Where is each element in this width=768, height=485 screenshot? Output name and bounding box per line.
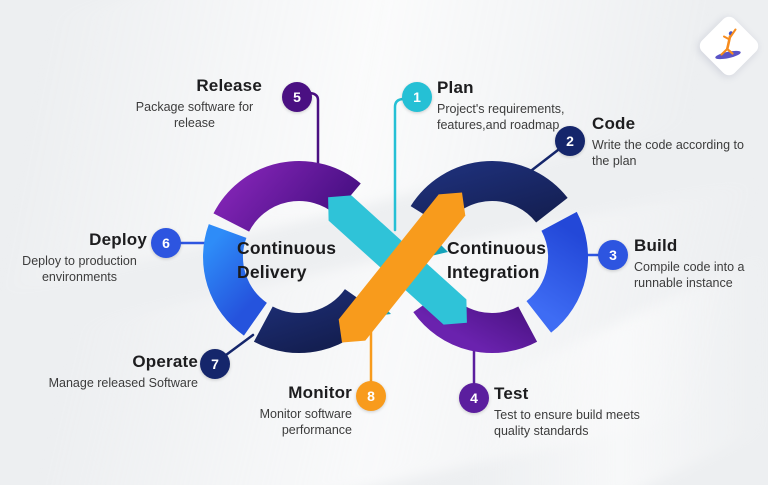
stage-build: Build Compile code into a runnable insta… <box>634 236 764 291</box>
stage-desc: Monitor software performance <box>259 407 352 437</box>
label-line: Integration <box>447 262 540 282</box>
stage-test: Test Test to ensure build meets quality … <box>494 384 684 439</box>
stage-title: Release <box>196 76 262 95</box>
badge-7: 7 <box>200 349 230 379</box>
stage-release: Release Package software for release <box>127 76 262 131</box>
label-line: Continuous <box>447 238 547 258</box>
orange-cross-band <box>338 192 466 343</box>
arc-build <box>525 211 588 333</box>
stage-desc: Package software for release <box>135 100 254 130</box>
connector-plan <box>393 97 406 232</box>
logo-figure-icon <box>715 28 741 60</box>
badge-8: 8 <box>356 381 386 411</box>
stage-monitor: Monitor Monitor software performance <box>237 383 352 438</box>
stage-title: Monitor <box>288 383 352 402</box>
stage-title: Build <box>634 236 678 255</box>
continuous-integration-label: Continuous Integration <box>447 236 546 284</box>
label-line: Delivery <box>237 262 307 282</box>
stage-title: Test <box>494 384 529 403</box>
stage-operate: Operate Manage released Software <box>23 352 198 391</box>
arc-deploy <box>203 224 268 336</box>
brand-logo <box>696 13 762 79</box>
stage-desc: Test to ensure build meets quality stand… <box>494 408 640 438</box>
stage-deploy: Deploy Deploy to production environments <box>12 230 147 285</box>
stage-desc: Write the code according to the plan <box>592 138 744 168</box>
stage-title: Code <box>592 114 636 133</box>
stage-title: Plan <box>437 78 474 97</box>
stage-title: Deploy <box>89 230 147 249</box>
stage-plan: Plan Project's requirements, features,an… <box>437 78 597 133</box>
stage-desc: Manage released Software <box>48 376 198 390</box>
badge-5: 5 <box>282 82 312 112</box>
badge-1: 1 <box>402 82 432 112</box>
badge-3: 3 <box>598 240 628 270</box>
badge-6: 6 <box>151 228 181 258</box>
stage-code: Code Write the code according to the pla… <box>592 114 762 169</box>
badge-2: 2 <box>555 126 585 156</box>
stage-title: Operate <box>132 352 198 371</box>
arc-release <box>213 161 361 233</box>
stage-desc: Deploy to production environments <box>22 254 137 284</box>
badge-4: 4 <box>459 383 489 413</box>
label-line: Continuous <box>237 238 337 258</box>
continuous-delivery-label: Continuous Delivery <box>237 236 336 284</box>
stage-desc: Compile code into a runnable instance <box>634 260 745 290</box>
connector-operate <box>224 333 255 357</box>
